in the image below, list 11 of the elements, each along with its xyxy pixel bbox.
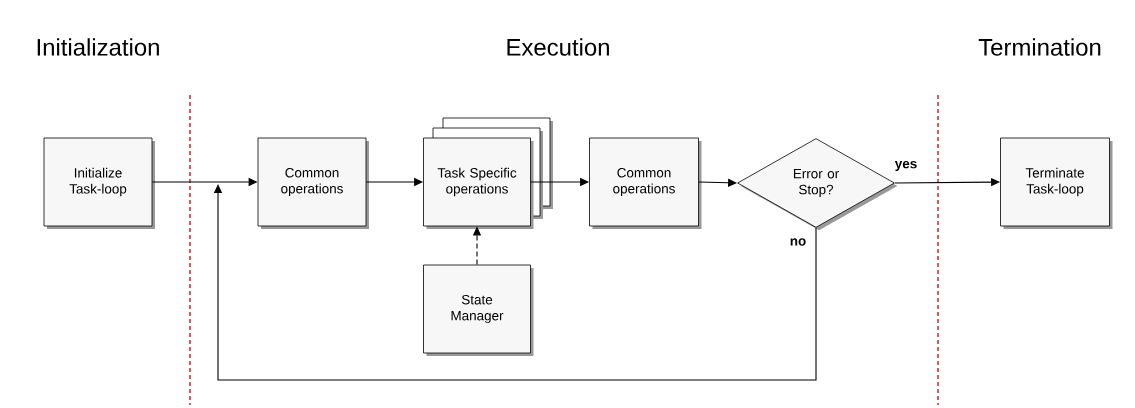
process-box: Initialize Task-loop [43,137,155,229]
edge-label: no [788,237,808,247]
process-box: Common operations [257,137,369,229]
process-box: Terminate Task-loop [1000,137,1113,229]
process-box: Common operations [589,137,702,229]
section-heading: Initialization [37,38,159,56]
process-box: State Manager [423,264,534,356]
arrow [213,184,817,381]
stacked-process-box: Task Specific operations [423,117,553,229]
section-heading: Termination [978,38,1101,56]
section-heading: Execution [507,38,609,56]
